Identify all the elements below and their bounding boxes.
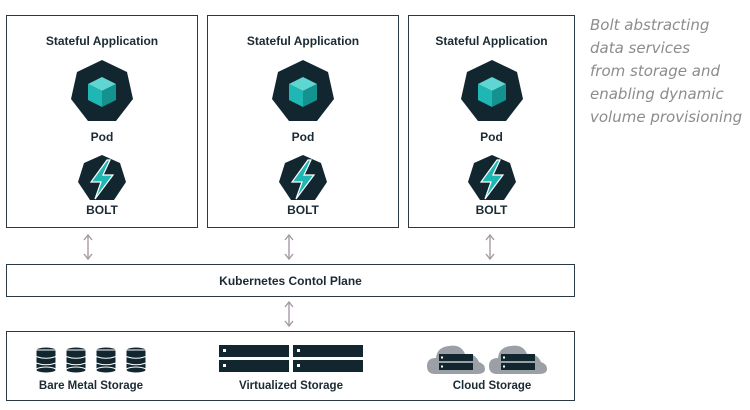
storage-box: Bare Metal Storage Virtualized Storage: [6, 331, 575, 401]
bolt-label: BOLT: [86, 203, 118, 217]
pod-label: Pod: [291, 130, 315, 144]
app-box-1: Stateful Application Pod BOLT: [6, 15, 198, 228]
server-rack-icon: [219, 345, 363, 372]
app-box-2: Stateful Application Pod BOLT: [207, 15, 399, 228]
bolt-lightning-icon: [279, 155, 327, 200]
caption-line: from storage and: [590, 62, 720, 80]
cloud-storage-label: Cloud Storage: [452, 380, 532, 392]
bidirectional-arrow-icon: [83, 233, 93, 261]
app-title: Stateful Application: [45, 34, 159, 48]
caption-line: enabling dynamic: [590, 85, 724, 103]
database-cylinders-icon: [35, 346, 147, 374]
bolt-lightning-icon: [467, 155, 516, 200]
caption-line: Bolt abstracting: [590, 16, 710, 34]
cloud-server-icon: [427, 345, 547, 374]
bidirectional-arrow-icon: [284, 300, 294, 328]
pod-icon: [71, 60, 133, 121]
pod-icon: [460, 60, 523, 121]
virtualized-storage-label: Virtualized Storage: [239, 380, 343, 392]
control-plane-label: Kubernetes Contol Plane: [219, 274, 362, 288]
caption: Bolt abstracting data services from stor…: [590, 14, 750, 129]
bolt-label: BOLT: [475, 203, 508, 217]
app-title: Stateful Application: [246, 34, 360, 48]
bidirectional-arrow-icon: [284, 233, 294, 261]
bolt-lightning-icon: [78, 155, 126, 200]
control-plane-box: Kubernetes Contol Plane: [6, 264, 575, 297]
pod-label: Pod: [90, 130, 114, 144]
bolt-label: BOLT: [287, 203, 319, 217]
bare-metal-storage-label: Bare Metal Storage: [38, 380, 144, 392]
pod-label: Pod: [480, 130, 503, 144]
caption-line: volume provisioning: [590, 108, 743, 126]
caption-line: data services: [590, 39, 691, 57]
app-box-3: Stateful Application Pod BOLT: [408, 15, 575, 228]
app-title: Stateful Application: [435, 34, 548, 48]
bidirectional-arrow-icon: [485, 233, 495, 261]
pod-icon: [272, 60, 334, 121]
